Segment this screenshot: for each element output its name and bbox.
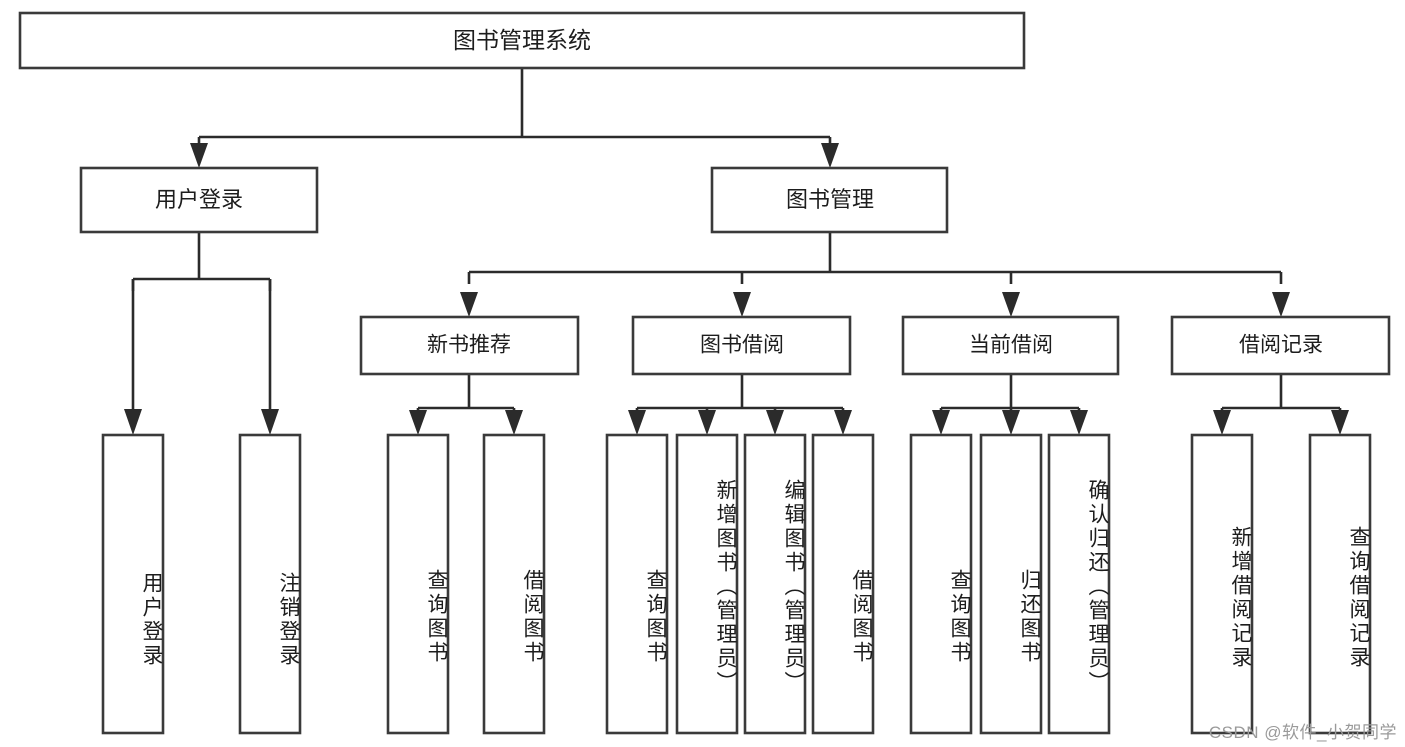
- connector-book-borrow-bus: [635, 374, 845, 412]
- node-book-manage-label: 图书管理: [786, 187, 874, 212]
- arrowhead-current-borrow-leaf-2: [1002, 410, 1020, 435]
- connector-layer: [124, 68, 1349, 435]
- leaf-box-book-borrow-1[interactable]: [605, 433, 669, 735]
- csdn-watermark: CSDN @软件_小贺同学: [1208, 723, 1397, 742]
- node-borrow-record-box[interactable]: [1170, 315, 1391, 376]
- leaf-box-current-borrow-1[interactable]: [909, 433, 973, 735]
- arrowhead-borrow-record-leaf-2: [1331, 410, 1349, 435]
- node-borrow-record[interactable]: 借阅记录: [1170, 315, 1391, 376]
- node-root-label: 图书管理系统: [453, 27, 591, 53]
- node-root-box[interactable]: [18, 11, 1026, 70]
- node-book-borrow-box[interactable]: [631, 315, 852, 376]
- node-new-book-recommend-box[interactable]: [359, 315, 580, 376]
- node-book-manage[interactable]: 图书管理: [710, 166, 949, 234]
- arrowhead-book-borrow-leaf-2: [698, 410, 716, 435]
- node-current-borrow-label: 当前借阅: [969, 334, 1053, 357]
- arrowhead-new-book-leaf-1: [409, 410, 427, 435]
- connector-user-login-bus: [131, 232, 272, 291]
- arrowhead-to-book-manage: [821, 143, 839, 168]
- node-new-book-recommend-label: 新书推荐: [427, 334, 511, 357]
- connector-current-borrow-bus: [939, 374, 1081, 412]
- leaf-box-current-borrow-2[interactable]: [979, 433, 1043, 735]
- leaf-box-borrow-record-2[interactable]: [1308, 433, 1372, 735]
- arrowhead-user-login-leaf-2: [261, 409, 279, 435]
- connector-root-to-bus: [197, 68, 832, 147]
- arrowhead-new-book-leaf-2: [505, 410, 523, 435]
- arrowhead-book-borrow-leaf-4: [834, 410, 852, 435]
- leaf-box-book-borrow-2[interactable]: [675, 433, 739, 735]
- node-current-borrow[interactable]: 当前借阅: [901, 315, 1120, 376]
- arrowhead-to-user-login: [190, 143, 208, 168]
- leaf-box-current-borrow-3[interactable]: [1047, 433, 1111, 735]
- connector-borrow-record-bus: [1220, 374, 1342, 412]
- leaf-box-book-borrow-4[interactable]: [811, 433, 875, 735]
- arrowhead-borrow-record-leaf-1: [1213, 410, 1231, 435]
- leaf-box-book-borrow-3[interactable]: [743, 433, 807, 735]
- arrowhead-current-borrow-leaf-1: [932, 410, 950, 435]
- leaf-box-layer: [101, 433, 1372, 735]
- node-current-borrow-box[interactable]: [901, 315, 1120, 376]
- arrowhead-user-login-leaf-1: [124, 409, 142, 435]
- node-user-login-label: 用户登录: [155, 187, 243, 212]
- leaf-box-user-login-2[interactable]: [238, 433, 302, 735]
- arrowhead-current-borrow-leaf-3: [1070, 410, 1088, 435]
- node-book-borrow[interactable]: 图书借阅: [631, 315, 852, 376]
- leaf-box-new-book-1[interactable]: [386, 433, 450, 735]
- arrowhead-to-current-borrow: [1002, 292, 1020, 317]
- arrowhead-book-borrow-leaf-1: [628, 410, 646, 435]
- node-user-login-box[interactable]: [79, 166, 319, 234]
- arrowhead-to-new-book: [460, 292, 478, 317]
- leaf-box-new-book-2[interactable]: [482, 433, 546, 735]
- leaf-box-user-login-1[interactable]: [101, 433, 165, 735]
- leaf-box-borrow-record-1[interactable]: [1190, 433, 1254, 735]
- arrowhead-book-borrow-leaf-3: [766, 410, 784, 435]
- arrowhead-to-borrow-record: [1272, 292, 1290, 317]
- connector-book-manage-bus: [467, 232, 1283, 284]
- connector-new-book-bus: [416, 374, 516, 412]
- node-book-borrow-label: 图书借阅: [700, 334, 784, 357]
- node-book-manage-box[interactable]: [710, 166, 949, 234]
- node-root[interactable]: 图书管理系统: [18, 11, 1026, 70]
- node-new-book-recommend[interactable]: 新书推荐: [359, 315, 580, 376]
- arrowhead-to-book-borrow: [733, 292, 751, 317]
- node-borrow-record-label: 借阅记录: [1239, 334, 1323, 357]
- node-user-login[interactable]: 用户登录: [79, 166, 319, 234]
